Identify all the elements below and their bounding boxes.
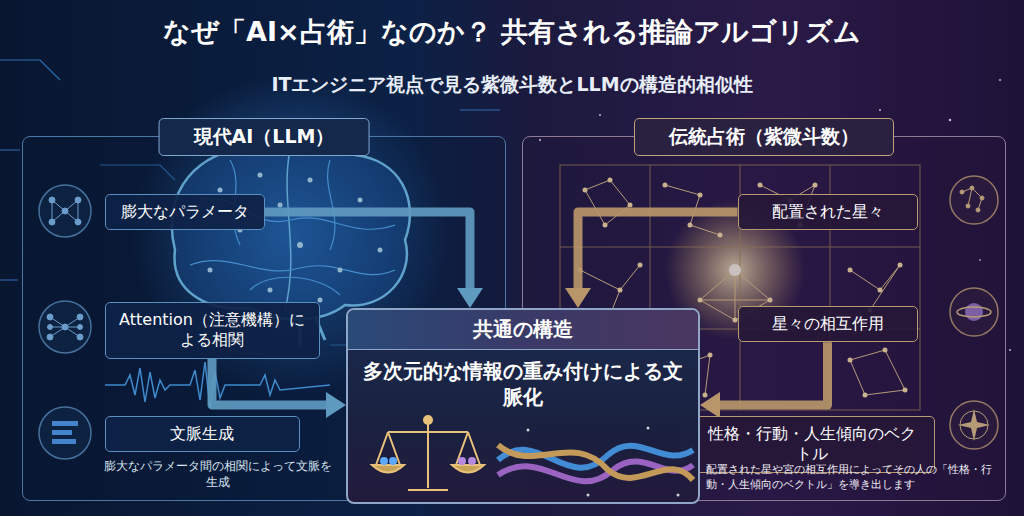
svg-shape [389,457,397,465]
box-label: Attention（注意機構）による相関 [118,310,307,352]
note-text: 配置された星や宮の相互作用によってその人の「性格・行動・人生傾向のベクトル」を導… [706,463,1006,493]
box-label: 膨大なパラメータ [118,202,252,223]
box-label: 性格・行動・人生傾向のベクトル [703,424,922,466]
svg-shape [587,494,590,497]
svg-shape [879,109,881,111]
svg-shape [527,429,530,432]
process-box: 膨大なパラメータ [105,194,265,231]
box-label: 星々の相互作用 [751,314,905,335]
note-text: 膨大なパラメータ間の相関によって文脈を生成 [100,458,335,490]
process-box: 配置された星々 [738,194,918,231]
title-text: なぜ「AI×占術」なのか？ 共有される推論アルゴリズム [0,14,1024,50]
svg-shape [949,119,952,122]
panel-heading: 伝統占術（紫微斗数） [669,124,859,150]
svg-shape [498,445,693,480]
svg-shape [372,465,484,473]
svg-shape [599,114,601,116]
common-structure-box: 共通の構造多次元的な情報の重み付けによる文脈化 [346,308,700,504]
svg-shape [376,432,480,465]
svg-shape [677,494,680,497]
svg-shape [380,457,388,465]
svg-shape [1009,349,1011,351]
process-box: 文脈生成 [105,416,300,453]
box-label: 文脈生成 [118,424,287,445]
process-box: 星々の相互作用 [738,306,918,343]
process-box: Attention（注意機構）による相関 [105,302,320,360]
svg-shape [380,457,476,465]
svg-shape [999,79,1001,81]
svg-shape [498,445,693,481]
svg-shape [468,457,476,465]
svg-shape [458,457,466,465]
svg-shape [388,422,468,490]
box-body-text: 多次元的な情報の重み付けによる文脈化 [360,358,686,410]
box-label: 配置された星々 [751,202,905,223]
svg-shape [424,416,432,424]
box-heading: 共通の構造 [348,316,698,343]
panel-heading-tab: 伝統占術（紫微斗数） [634,118,894,156]
panel-heading-tab: 現代AI（LLM） [159,118,370,156]
subtitle-text: ITエンジニア視点で見る紫微斗数とLLMの構造的相似性 [0,72,1024,98]
box-heading-strip: 共通の構造 [348,310,698,350]
svg-shape [527,427,680,497]
panel-heading: 現代AI（LLM） [194,124,335,150]
svg-shape [647,427,650,430]
svg-shape [372,416,484,490]
box-body: 多次元的な情報の重み付けによる文脈化 [348,350,698,418]
